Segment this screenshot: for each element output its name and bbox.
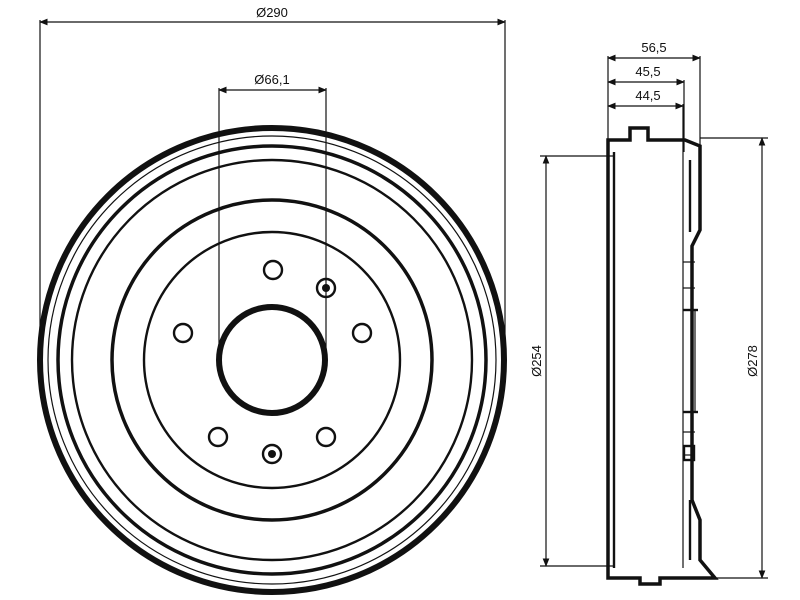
drum-inner-ring <box>70 158 474 562</box>
height-inner-label: 44,5 <box>635 88 660 103</box>
outer-diameter-label: Ø290 <box>256 5 288 20</box>
hub-bolt-section <box>682 444 696 462</box>
drum-outer-rim <box>37 125 507 595</box>
inner-diameter-label: Ø254 <box>529 345 544 377</box>
bolt-hole <box>207 426 229 448</box>
front-view: Ø290 Ø66,1 <box>37 5 507 595</box>
bolt-hole <box>172 322 194 344</box>
threaded-hole-center <box>268 450 276 458</box>
flange-diameter-label: Ø278 <box>745 345 760 377</box>
hub-bore-label: Ø66,1 <box>254 72 289 87</box>
drum-face-ring <box>110 198 434 522</box>
drum-outer-rim-inner-edge <box>47 135 497 585</box>
threaded-hole <box>261 443 283 465</box>
bolt-hole <box>262 259 284 281</box>
bolt-hole <box>315 426 337 448</box>
hub-bore <box>216 304 328 416</box>
hub-flange-ring <box>142 230 402 490</box>
height-mid-label: 45,5 <box>635 64 660 79</box>
overall-height-label: 56,5 <box>641 40 666 55</box>
bolt-hole <box>351 322 373 344</box>
drum-section-profile <box>606 126 719 586</box>
drum-braking-surface <box>56 144 488 576</box>
side-view: 56,5 45,5 44,5 Ø254 Ø278 <box>529 40 768 586</box>
